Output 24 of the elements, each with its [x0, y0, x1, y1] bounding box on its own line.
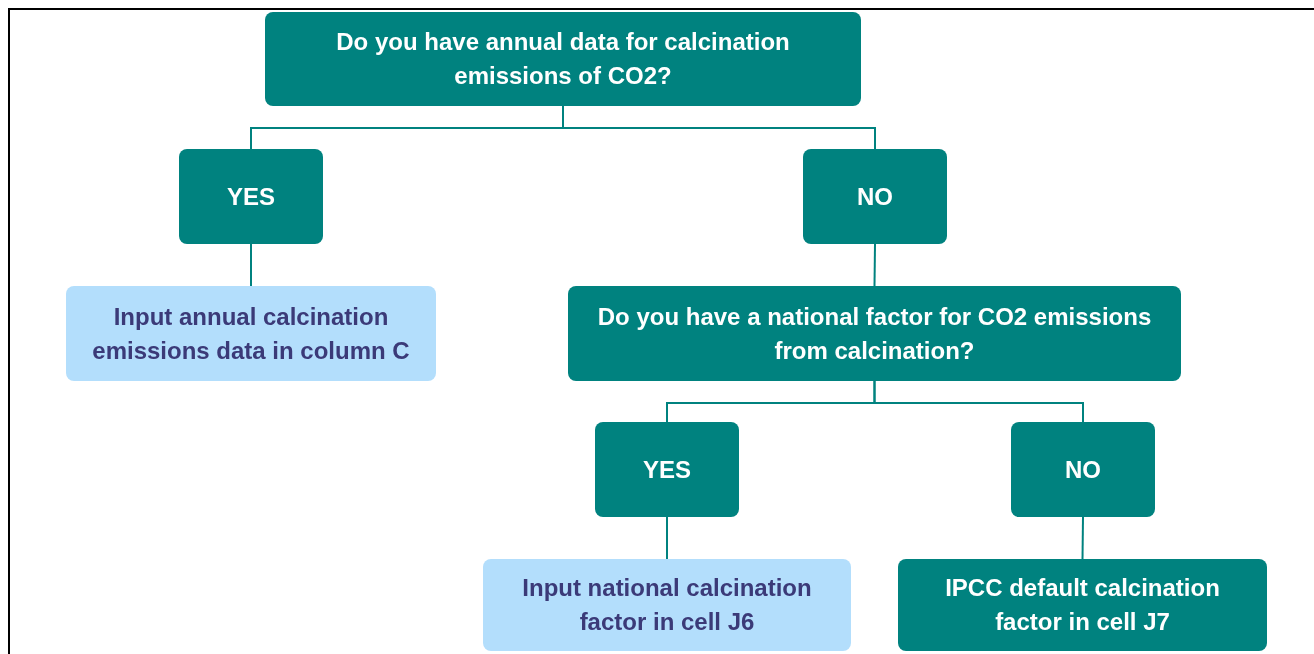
- connector-line: [666, 516, 668, 560]
- node-text: Do you have annual data for calcination emissions of CO2?: [335, 27, 791, 91]
- answer-box: [803, 149, 947, 244]
- connector-line: [873, 380, 1084, 423]
- connector-line: [562, 105, 876, 150]
- node-text: Do you have a national factor for CO2 emissions from calcination?: [596, 301, 1153, 366]
- node-text: NO: [857, 181, 893, 212]
- node-text: YES: [227, 181, 275, 212]
- node-text: Input annual calcination emissions data in column C: [91, 301, 411, 366]
- answer-box: [898, 559, 1267, 651]
- answer-box: [179, 149, 323, 244]
- decision-box: [265, 12, 861, 106]
- answer-box: [595, 422, 739, 517]
- action-box: [66, 286, 436, 381]
- connector-line: [1081, 516, 1084, 560]
- decision-box: [568, 286, 1181, 381]
- answer-box: [1011, 422, 1155, 517]
- node-text: YES: [643, 454, 691, 485]
- node-text: IPCC default calcination factor in cell J7: [944, 573, 1221, 637]
- connector-line: [250, 243, 252, 287]
- connector-line: [873, 243, 876, 287]
- node-text: NO: [1065, 454, 1101, 485]
- action-box: [483, 559, 851, 651]
- node-text: Input national calcination factor in cell J6: [521, 573, 813, 637]
